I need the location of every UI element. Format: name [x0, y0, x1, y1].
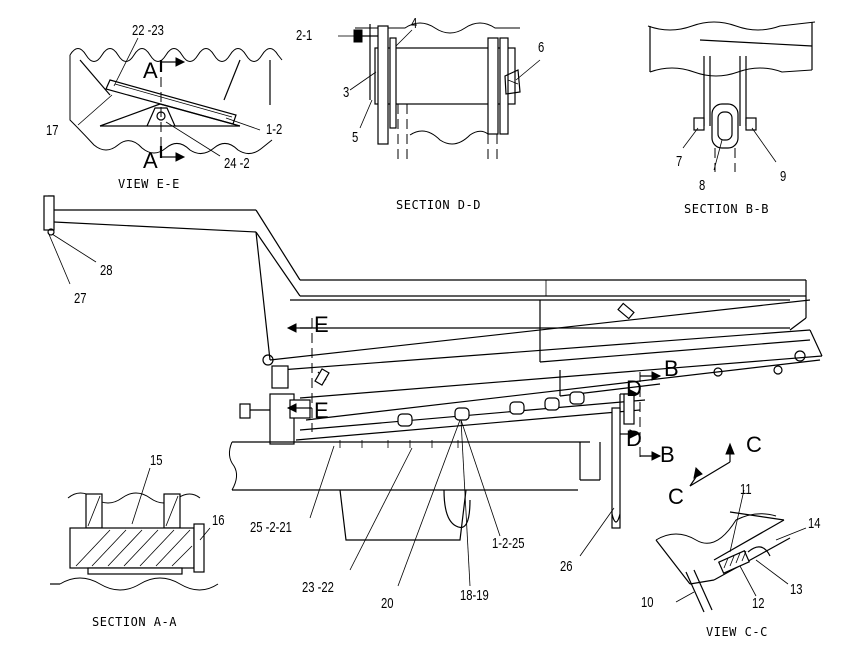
- view-cc-detail: [655, 489, 807, 613]
- callout-27: 27: [74, 289, 87, 306]
- callout-13: 13: [790, 580, 803, 597]
- callout-8: 8: [699, 176, 705, 193]
- callout-7: 7: [676, 152, 682, 169]
- section-letter-c-bottom: C: [668, 484, 684, 509]
- callout-11: 11: [740, 480, 752, 497]
- callout-26: 26: [560, 557, 573, 574]
- callout-23-22: 23 -22: [302, 578, 334, 595]
- section-dd-title: SECTION D-D: [396, 198, 481, 212]
- callout-4: 4: [411, 14, 417, 31]
- callout-18-19: 18-19: [460, 586, 489, 603]
- callout-12: 12: [752, 594, 765, 611]
- main-assembly: [43, 195, 823, 587]
- callout-28: 28: [100, 261, 113, 278]
- view-cc-direction-marker: [689, 442, 735, 487]
- callout-14: 14: [808, 514, 821, 531]
- section-letter-a-top: A: [143, 58, 158, 83]
- section-letter-b-top: B: [664, 356, 679, 381]
- callout-16: 16: [212, 511, 225, 528]
- callout-10: 10: [641, 593, 654, 610]
- section-letter-e-top: E: [314, 312, 329, 337]
- section-letter-d-top: D: [626, 376, 642, 401]
- view-cc-spring: [723, 550, 747, 569]
- section-aa-title: SECTION A-A: [92, 615, 177, 629]
- section-bb-detail: [647, 21, 816, 172]
- callout-15: 15: [150, 451, 163, 468]
- section-aa-detail: [50, 467, 219, 591]
- callout-5: 5: [352, 128, 358, 145]
- view-ee-detail: [69, 37, 283, 162]
- section-letter-b-bottom: B: [660, 442, 675, 467]
- section-bb-title: SECTION B-B: [684, 202, 769, 216]
- section-letter-e-bottom: E: [314, 398, 329, 423]
- callout-20: 20: [381, 594, 394, 611]
- section-letter-d-bottom: D: [626, 426, 642, 451]
- callout-9: 9: [780, 167, 786, 184]
- section-letter-a-bottom: A: [143, 148, 158, 173]
- section-aa-hatching: [75, 495, 193, 567]
- callout-2-1: 2-1: [296, 26, 312, 43]
- callout-22-23: 22 -23: [132, 21, 164, 38]
- callout-24-2: 24 -2: [224, 154, 250, 171]
- callout-1-2-top: 1-2: [266, 120, 282, 137]
- callout-3: 3: [343, 83, 349, 100]
- section-letter-c-top: C: [746, 432, 762, 457]
- callout-1-2-25: 1-2-25: [492, 534, 525, 551]
- section-dd-detail: [338, 22, 541, 162]
- view-ee-title: VIEW E-E: [118, 177, 180, 191]
- bolt-row: [397, 391, 585, 427]
- callout-6: 6: [538, 38, 544, 55]
- callout-17: 17: [46, 121, 59, 138]
- callout-25-2-21: 25 -2-21: [250, 518, 292, 535]
- view-cc-title: VIEW C-C: [706, 625, 768, 639]
